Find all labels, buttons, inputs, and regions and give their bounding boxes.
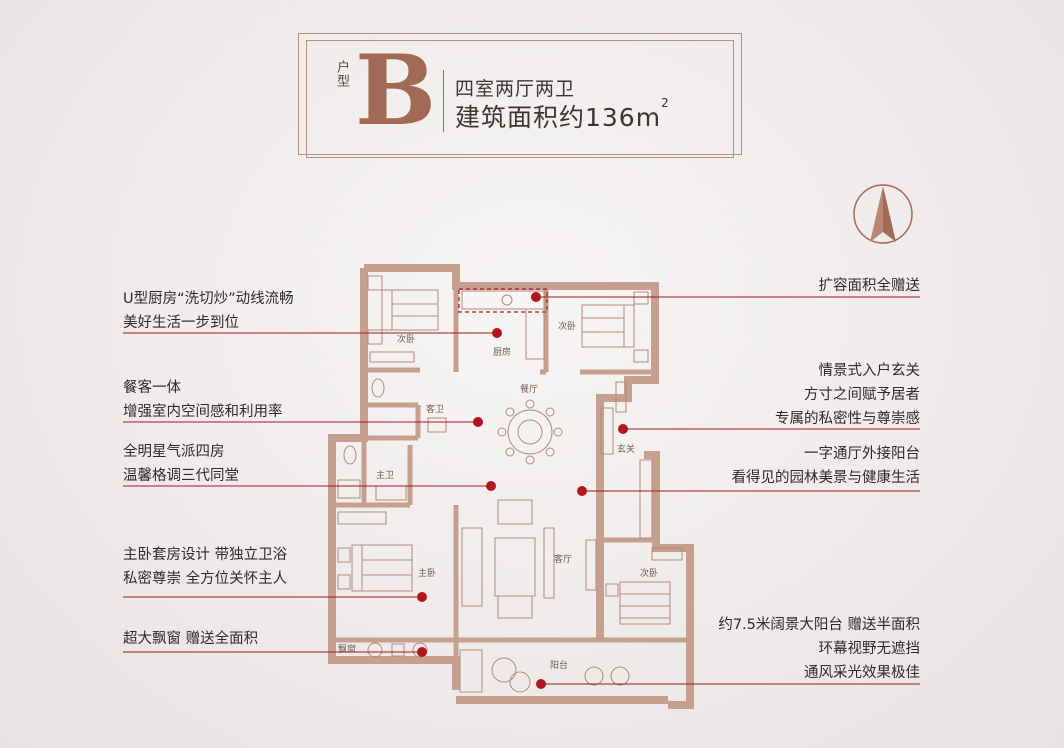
callout-bedrooms-line1: 全明星气派四房 bbox=[123, 444, 225, 460]
room-count: 四室两厅两卫 bbox=[455, 78, 576, 100]
room-label-balcony: 阳台 bbox=[550, 659, 568, 671]
room-label-master: 主卧 bbox=[418, 567, 436, 579]
callout-dining: 餐客一体 增强室内空间感和利用率 bbox=[123, 376, 283, 424]
callout-bedrooms-line2: 温馨格调三代同堂 bbox=[123, 468, 239, 484]
room-label-bedroom-ne: 次卧 bbox=[558, 320, 576, 332]
expansion-area-outline bbox=[458, 288, 548, 313]
room-label-kitchen: 厨房 bbox=[493, 346, 511, 358]
room-label-bay-window: 飘窗 bbox=[338, 643, 356, 655]
callout-balcony-line1: 约7.5米阔景大阳台 赠送半面积 bbox=[718, 617, 920, 633]
callout-hall-line1: 一字通厅外接阳台 bbox=[804, 446, 920, 462]
callout-dining-line1: 餐客一体 bbox=[123, 380, 181, 396]
callout-bedrooms: 全明星气派四房 温馨格调三代同堂 bbox=[123, 440, 239, 488]
callout-master-line1: 主卧套房设计 带独立卫浴 bbox=[123, 547, 288, 563]
floor-area-unit-exponent: 2 bbox=[661, 96, 670, 110]
callout-balcony-line3: 通风采光效果极佳 bbox=[804, 665, 920, 681]
floor-area: 建筑面积约136m2 bbox=[455, 96, 670, 134]
furniture bbox=[337, 275, 683, 693]
callout-kitchen-line1: U型厨房“洗切炒”动线流畅 bbox=[123, 291, 294, 307]
callout-foyer-line1: 情景式入户玄关 bbox=[818, 363, 921, 379]
callout-balcony-line2: 环幕视野无遮挡 bbox=[818, 641, 921, 657]
callout-dining-line2: 增强室内空间感和利用率 bbox=[123, 404, 283, 420]
callout-markers bbox=[417, 292, 628, 689]
callout-hall-line2: 看得见的园林美景与健康生活 bbox=[731, 470, 921, 486]
callout-master-line2: 私密尊崇 全方位关怀主人 bbox=[123, 571, 288, 587]
type-label: 户型 bbox=[334, 60, 349, 88]
room-label-living: 客厅 bbox=[554, 553, 572, 565]
callout-bay-line1: 超大飘窗 赠送全面积 bbox=[123, 631, 259, 647]
callout-foyer-line3: 专属的私密性与尊崇感 bbox=[775, 411, 920, 427]
north-arrow-icon bbox=[853, 184, 913, 244]
room-label-guest-bath: 客卫 bbox=[426, 403, 444, 415]
floor-area-value: 建筑面积约136m bbox=[455, 103, 662, 132]
room-label-master-bath: 主卫 bbox=[376, 469, 394, 481]
callout-expand: 扩容面积全赠送 bbox=[819, 274, 921, 298]
callout-bay-window: 超大飘窗 赠送全面积 bbox=[123, 627, 258, 651]
title-frame-outer bbox=[298, 33, 742, 155]
title-divider bbox=[443, 70, 444, 132]
callout-hall: 一字通厅外接阳台 看得见的园林美景与健康生活 bbox=[732, 442, 921, 490]
room-label-bedroom-nw: 次卧 bbox=[397, 333, 415, 345]
callout-foyer: 情景式入户玄关 方寸之间赋予居者 专属的私密性与尊崇感 bbox=[775, 359, 920, 431]
callout-foyer-line2: 方寸之间赋予居者 bbox=[804, 387, 920, 403]
room-label-dining: 餐厅 bbox=[520, 383, 538, 395]
callout-balcony: 约7.5米阔景大阳台 赠送半面积 环幕视野无遮挡 通风采光效果极佳 bbox=[718, 613, 920, 685]
room-label-foyer: 玄关 bbox=[617, 443, 635, 455]
inner-walls bbox=[332, 268, 690, 660]
room-label-bedroom-se: 次卧 bbox=[640, 567, 658, 579]
leader-lines bbox=[123, 296, 920, 685]
callout-kitchen-line2: 美好生活一步到位 bbox=[123, 315, 239, 331]
type-letter: B bbox=[355, 34, 437, 147]
callout-master: 主卧套房设计 带独立卫浴 私密尊崇 全方位关怀主人 bbox=[123, 543, 287, 591]
callout-kitchen: U型厨房“洗切炒”动线流畅 美好生活一步到位 bbox=[123, 287, 294, 335]
callout-expand-line1: 扩容面积全赠送 bbox=[818, 278, 921, 294]
title-frame-inner bbox=[306, 40, 734, 158]
